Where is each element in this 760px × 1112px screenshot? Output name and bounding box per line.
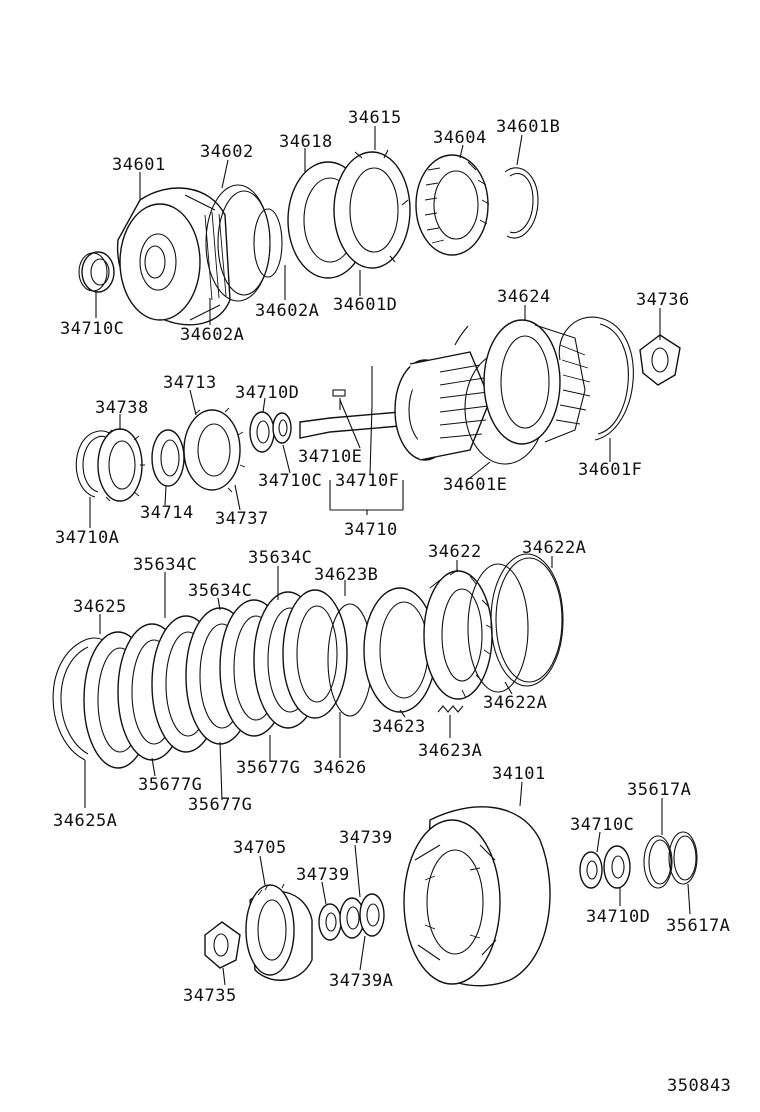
part-34710c-seal <box>78 251 115 293</box>
part-34622a-oring-large <box>490 553 564 687</box>
part-34101-transmission-case <box>403 806 551 987</box>
part-34615-plate <box>333 149 411 269</box>
label-35677g-left: 35677G <box>138 775 202 795</box>
label-35617a-bottom: 35617A <box>666 916 730 936</box>
label-34735: 34735 <box>183 986 237 1006</box>
label-34601b: 34601B <box>496 117 560 137</box>
part-number-labels: 34601 34602 34618 34615 34604 34601B 347… <box>53 108 731 1096</box>
label-35634c-left: 35634C <box>133 555 197 575</box>
label-34710d-middle: 34710D <box>235 383 299 403</box>
part-34604-one-way-clutch <box>415 154 490 256</box>
figure-id: 350843 <box>667 1076 731 1096</box>
part-34714-bearing <box>151 429 185 487</box>
part-34739a-race <box>359 893 385 937</box>
part-34623-plate <box>363 587 437 713</box>
label-34623a: 34623A <box>418 741 482 761</box>
label-34710d-bottom: 34710D <box>586 907 650 927</box>
part-34713-gear <box>183 407 246 493</box>
part-34736-thrust-plate <box>639 334 681 386</box>
part-34710c-washer <box>272 412 292 444</box>
label-34602: 34602 <box>200 142 254 162</box>
label-34714: 34714 <box>140 503 194 523</box>
label-34736: 34736 <box>636 290 690 310</box>
label-34626: 34626 <box>313 758 367 778</box>
part-35634c-disc-3 <box>282 589 348 719</box>
part-34705-hub <box>245 883 313 981</box>
label-34601d: 34601D <box>333 295 397 315</box>
label-34710c-top: 34710C <box>60 319 124 339</box>
label-34601: 34601 <box>112 155 166 175</box>
part-34738-ring-gear <box>97 428 145 502</box>
label-34710c-bottom: 34710C <box>570 815 634 835</box>
part-input-shaft <box>299 366 401 439</box>
label-34710e: 34710E <box>298 447 362 467</box>
label-34710f: 34710F <box>335 471 399 491</box>
label-35634c-right: 35634C <box>248 548 312 568</box>
bracket-34710 <box>329 480 404 515</box>
part-34601f-snap-ring <box>558 316 634 441</box>
label-34618: 34618 <box>279 132 333 152</box>
part-34710d-bearing-right <box>603 845 631 889</box>
label-34624: 34624 <box>497 287 551 307</box>
part-34710c-seal-right <box>579 851 603 889</box>
label-34710a: 34710A <box>55 528 119 548</box>
part-34601-clutch-drum <box>116 187 231 326</box>
part-34710d-bearing <box>249 411 275 453</box>
label-34602a-left: 34602A <box>180 325 244 345</box>
label-34604: 34604 <box>433 128 487 148</box>
part-35617a-ring-2 <box>668 831 698 885</box>
label-34615: 34615 <box>348 108 402 128</box>
label-34622a-bottom: 34622A <box>483 693 547 713</box>
label-34625: 34625 <box>73 597 127 617</box>
label-34622a-top: 34622A <box>522 538 586 558</box>
label-34625a: 34625A <box>53 811 117 831</box>
part-34622-piston <box>423 569 493 700</box>
part-34624-sun-gear-drum <box>483 319 591 445</box>
part-35617a-ring-1 <box>643 835 673 889</box>
label-34737: 34737 <box>215 509 269 529</box>
part-34739-washer <box>318 903 342 941</box>
label-34623: 34623 <box>372 717 426 737</box>
label-34710c-middle: 34710C <box>258 471 322 491</box>
label-34739-middle: 34739 <box>296 865 350 885</box>
label-34623b: 34623B <box>314 565 378 585</box>
label-34601f: 34601F <box>578 460 642 480</box>
label-34101: 34101 <box>492 764 546 784</box>
part-34622a-oring-small <box>467 563 529 693</box>
part-planetary-carrier <box>394 325 491 461</box>
label-34602a-right: 34602A <box>255 301 319 321</box>
label-35677g-bottom: 35677G <box>188 795 252 815</box>
part-34601b-snap-ring <box>504 167 539 239</box>
label-34738: 34738 <box>95 398 149 418</box>
label-34713: 34713 <box>163 373 217 393</box>
label-35617a-top: 35617A <box>627 780 691 800</box>
label-34601e: 34601E <box>443 475 507 495</box>
label-35634c-middle: 35634C <box>188 581 252 601</box>
part-34602-piston <box>205 184 283 302</box>
label-34739a: 34739A <box>329 971 393 991</box>
leader-lines <box>84 126 691 986</box>
part-34735-thrust-plate <box>204 921 241 969</box>
label-34622: 34622 <box>428 542 482 562</box>
label-34705: 34705 <box>233 838 287 858</box>
part-34623a-spring <box>437 705 464 713</box>
label-35677g-right: 35677G <box>236 758 300 778</box>
label-34739-top: 34739 <box>339 828 393 848</box>
label-34710: 34710 <box>344 520 398 540</box>
